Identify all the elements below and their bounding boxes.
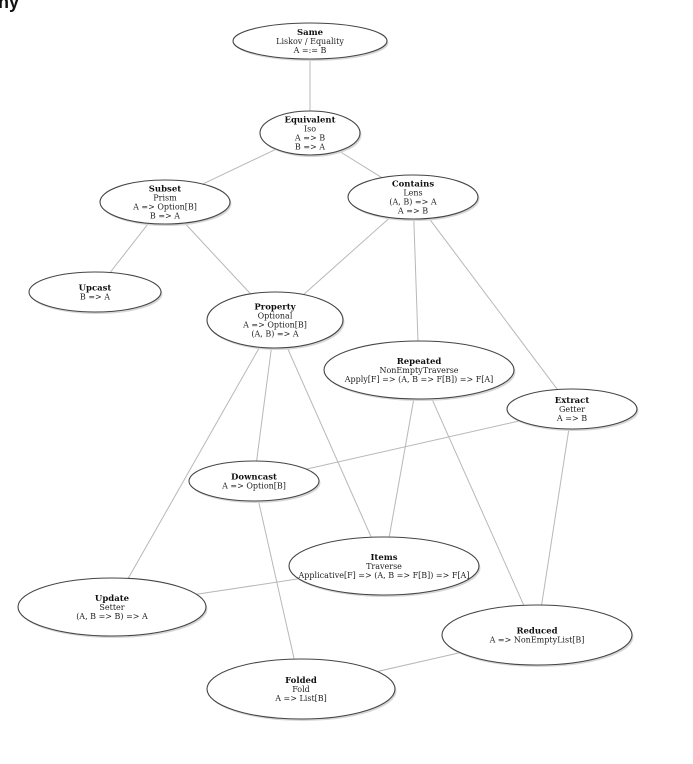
- node-detail-line: A => List[B]: [274, 694, 327, 703]
- node-detail-line: B => A: [80, 293, 110, 302]
- node-detail-line: A => Option[B]: [132, 203, 197, 212]
- node-title: Repeated: [397, 357, 442, 367]
- node-ellipse: [288, 536, 480, 596]
- node-detail-line: A => Option[B]: [242, 321, 307, 330]
- node-detail-line: A => B: [556, 414, 587, 423]
- node-detail-line: NonEmptyTraverse: [379, 366, 458, 375]
- node-title: Same: [297, 28, 324, 38]
- node-detail-line: Applicative[F] => (A, B => F[B]) => F[A]: [298, 571, 470, 580]
- edge-contains-to-property: [303, 217, 391, 295]
- node-detail-line: A =:= B: [293, 46, 327, 55]
- edge-contains-to-repeated: [413, 218, 419, 342]
- node-ellipse: [28, 271, 162, 313]
- node-detail-line: Setter: [99, 603, 124, 612]
- node-ellipse: [206, 291, 344, 349]
- node-title: Update: [95, 594, 130, 604]
- edge-items-to-update: [196, 578, 299, 595]
- node-detail-line: A => B: [397, 207, 428, 216]
- node-detail-line: A => NonEmptyList[B]: [489, 636, 585, 645]
- node-detail-line: B => A: [150, 212, 180, 221]
- node-ellipse: [99, 179, 231, 225]
- node-detail-line: Lens: [403, 189, 422, 198]
- node-detail-line: A => Option[B]: [221, 482, 286, 491]
- node-ellipse: [17, 577, 207, 637]
- node-ellipse: [441, 604, 633, 666]
- edge-property-to-items: [286, 347, 372, 538]
- node-detail-line: Traverse: [366, 562, 402, 571]
- node-detail-line: (A, B => B) => A: [76, 612, 148, 621]
- node-ellipse: [232, 22, 388, 60]
- edge-extract-to-downcast: [306, 420, 520, 470]
- node-detail-line: B => A: [295, 143, 325, 152]
- node-detail-line: Liskov / Equality: [276, 37, 344, 46]
- edge-downcast-to-folded: [258, 500, 295, 660]
- edge-repeated-to-items: [388, 398, 415, 538]
- node-title: Contains: [392, 180, 434, 190]
- node-title: Upcast: [79, 284, 112, 294]
- node-title: Extract: [555, 396, 590, 406]
- edge-equivalent-to-subset: [202, 148, 277, 185]
- node-title: Downcast: [231, 473, 277, 483]
- edge-subset-to-property: [184, 222, 251, 295]
- node-detail-line: Fold: [292, 685, 310, 694]
- node-title: Property: [254, 303, 296, 313]
- edge-contains-to-extract: [428, 218, 558, 390]
- node-detail-line: Getter: [559, 405, 585, 414]
- node-title: Reduced: [516, 627, 557, 637]
- node-ellipse: [506, 388, 638, 430]
- edge-property-to-downcast: [256, 347, 272, 462]
- node-ellipse: [206, 658, 396, 720]
- node-title: Items: [370, 553, 397, 563]
- node-detail-line: Apply[F] => (A, B => F[B]) => F[A]: [344, 375, 494, 384]
- edge-equivalent-to-contains: [338, 150, 383, 179]
- edge-repeated-to-reduced: [431, 398, 525, 606]
- node-title: Folded: [285, 676, 317, 686]
- edge-subset-to-upcast: [109, 222, 149, 273]
- node-detail-line: Iso: [304, 125, 316, 134]
- corner-text-fragment: ny: [0, 0, 19, 12]
- node-title: Subset: [149, 185, 181, 195]
- node-ellipse: [323, 340, 515, 400]
- node-ellipse: [259, 110, 361, 156]
- edges-layer: [109, 59, 570, 672]
- node-detail-line: Optional: [258, 312, 293, 321]
- edge-reduced-to-folded: [377, 652, 461, 672]
- node-detail-line: A => B: [294, 134, 325, 143]
- edge-property-to-update: [127, 347, 260, 579]
- node-detail-line: Prism: [153, 194, 177, 203]
- node-ellipse: [347, 174, 479, 220]
- node-detail-line: (A, B) => A: [251, 330, 298, 339]
- edge-extract-to-reduced: [541, 428, 570, 606]
- node-ellipse: [188, 460, 320, 502]
- node-title: Equivalent: [284, 116, 335, 126]
- node-detail-line: (A, B) => A: [389, 198, 436, 207]
